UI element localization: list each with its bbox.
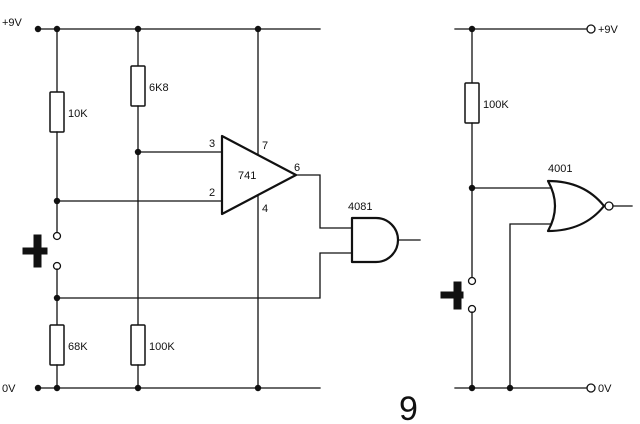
- nor-gate-4001-label: 4001: [548, 163, 572, 175]
- node-left-bottom: [53, 384, 61, 392]
- left-top-rail-label: +9V: [2, 17, 23, 29]
- node-left-rail-start-bottom: [34, 384, 42, 392]
- node-left-rail-start-top: [34, 25, 42, 33]
- resistor-100k-right-label: 100K: [483, 99, 509, 111]
- and-gate-4081: [350, 216, 400, 264]
- resistor-6k8-label: 6K8: [149, 82, 169, 94]
- node-supply-bottom: [254, 384, 262, 392]
- left-circuit: +9V 0V 10K 68K 6K8 100K 741 3: [2, 17, 421, 395]
- resistor-10k-label: 10K: [68, 108, 88, 120]
- right-bottom-rail-label: 0V: [598, 383, 612, 395]
- left-bottom-rail-label: 0V: [2, 383, 16, 395]
- right-circuit: +9V 0V 100K 4001: [440, 24, 633, 395]
- opamp-741: [220, 134, 298, 216]
- right-top-rail-label: +9V: [598, 24, 619, 36]
- node-right-top: [468, 25, 476, 33]
- node-supply-top: [254, 25, 262, 33]
- node-6k8-junction: [134, 148, 142, 156]
- pin-3-label: 3: [209, 138, 215, 150]
- opamp-741-label: 741: [238, 170, 256, 182]
- node-mid-bottom: [134, 384, 142, 392]
- node-right-bottom-b: [506, 384, 514, 392]
- switch-contact-top: [52, 231, 62, 241]
- resistor-100k-right: [464, 82, 480, 124]
- divider-wire: [56, 252, 353, 299]
- pin-7-label: 7: [262, 140, 268, 152]
- resistor-68k: [49, 324, 65, 366]
- and-gate-4081-label: 4081: [348, 201, 372, 213]
- pin-6-label: 6: [294, 162, 300, 174]
- opamp-output-wire: [295, 174, 353, 229]
- pin-4-label: 4: [262, 203, 268, 215]
- node-right-junction: [468, 184, 476, 192]
- push-button-right: [440, 281, 464, 310]
- resistor-100k-left: [130, 324, 146, 366]
- nor-gate-4001: [546, 179, 606, 233]
- resistor-100k-left-label: 100K: [149, 341, 175, 353]
- right-top-terminal: [586, 24, 596, 34]
- node-10k-junction: [53, 197, 61, 205]
- pin-2-label: 2: [209, 187, 215, 199]
- node-68k-junction: [53, 294, 61, 302]
- node-right-bottom: [468, 384, 476, 392]
- nor-gate-bubble: [604, 201, 614, 211]
- figure-number: 9: [399, 390, 418, 424]
- resistor-10k: [49, 91, 65, 133]
- push-button-left: [22, 234, 48, 268]
- resistor-6k8: [130, 65, 146, 107]
- right-bottom-terminal: [586, 383, 596, 393]
- right-switch-contact-top: [467, 276, 477, 286]
- node-mid-top: [134, 25, 142, 33]
- nor-input-b-wire: [509, 223, 557, 389]
- node-left-top: [53, 25, 61, 33]
- resistor-68k-label: 68K: [68, 341, 88, 353]
